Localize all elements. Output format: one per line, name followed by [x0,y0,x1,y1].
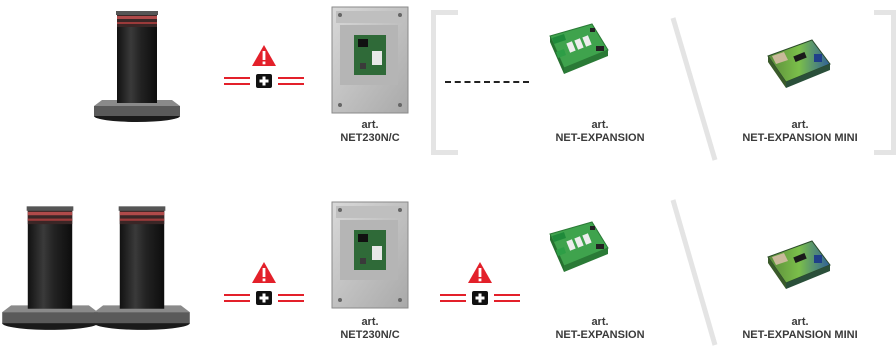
expansion-mini-image [764,34,834,90]
art-prefix: art. [591,316,609,328]
expansion-board-image [542,22,612,88]
art-prefix: art. [361,119,379,131]
item-name: NET-EXPANSION [555,132,645,144]
optional-group-bracket-left-top [431,10,458,15]
item-label-net-expansion: art. NET-EXPANSION [530,119,670,145]
art-prefix: art. [791,316,809,328]
bollard-image [92,8,182,123]
optional-group-bracket-right-top [874,10,896,15]
item-name: NET230N/C [340,329,400,341]
item-label-net-expansion-mini: art. NET-EXPANSION MINI [720,316,880,342]
plus-connector-icon [440,290,520,306]
item-label-net230nc: art. NET230N/C [320,119,420,145]
item-name: NET-EXPANSION [555,329,645,341]
control-board-image [330,200,410,310]
item-name: NET-EXPANSION MINI [742,329,858,341]
optional-dashed-link [445,81,529,83]
art-prefix: art. [361,316,379,328]
alternative-separator [670,17,718,161]
bollard-image [92,203,192,331]
bollard-image [0,203,100,331]
optional-group-bracket-right-bottom [874,150,896,155]
item-label-net230nc: art. NET230N/C [320,316,420,342]
plus-connector-icon [224,290,304,306]
item-label-net-expansion: art. NET-EXPANSION [530,316,670,342]
warning-triangle-icon [467,261,493,284]
plus-connector-icon [224,73,304,89]
expansion-mini-image [764,235,834,291]
art-prefix: art. [591,119,609,131]
warning-triangle-icon [251,44,277,67]
row-1: art. NET230N/C art. NET-EXPANSION art. N… [0,0,896,161]
item-name: NET-EXPANSION MINI [742,132,858,144]
art-prefix: art. [791,119,809,131]
warning-triangle-icon [251,261,277,284]
optional-group-bracket-right [891,10,896,155]
optional-group-bracket-left-bottom [431,150,458,155]
item-name: NET230N/C [340,132,400,144]
alternative-separator [670,199,718,346]
optional-group-bracket-left [431,10,436,155]
expansion-board-image [542,220,612,286]
control-board-image [330,5,410,115]
item-label-net-expansion-mini: art. NET-EXPANSION MINI [720,119,880,145]
row-2: art. NET230N/C art. NET-EXPANSION art. N… [0,175,896,347]
